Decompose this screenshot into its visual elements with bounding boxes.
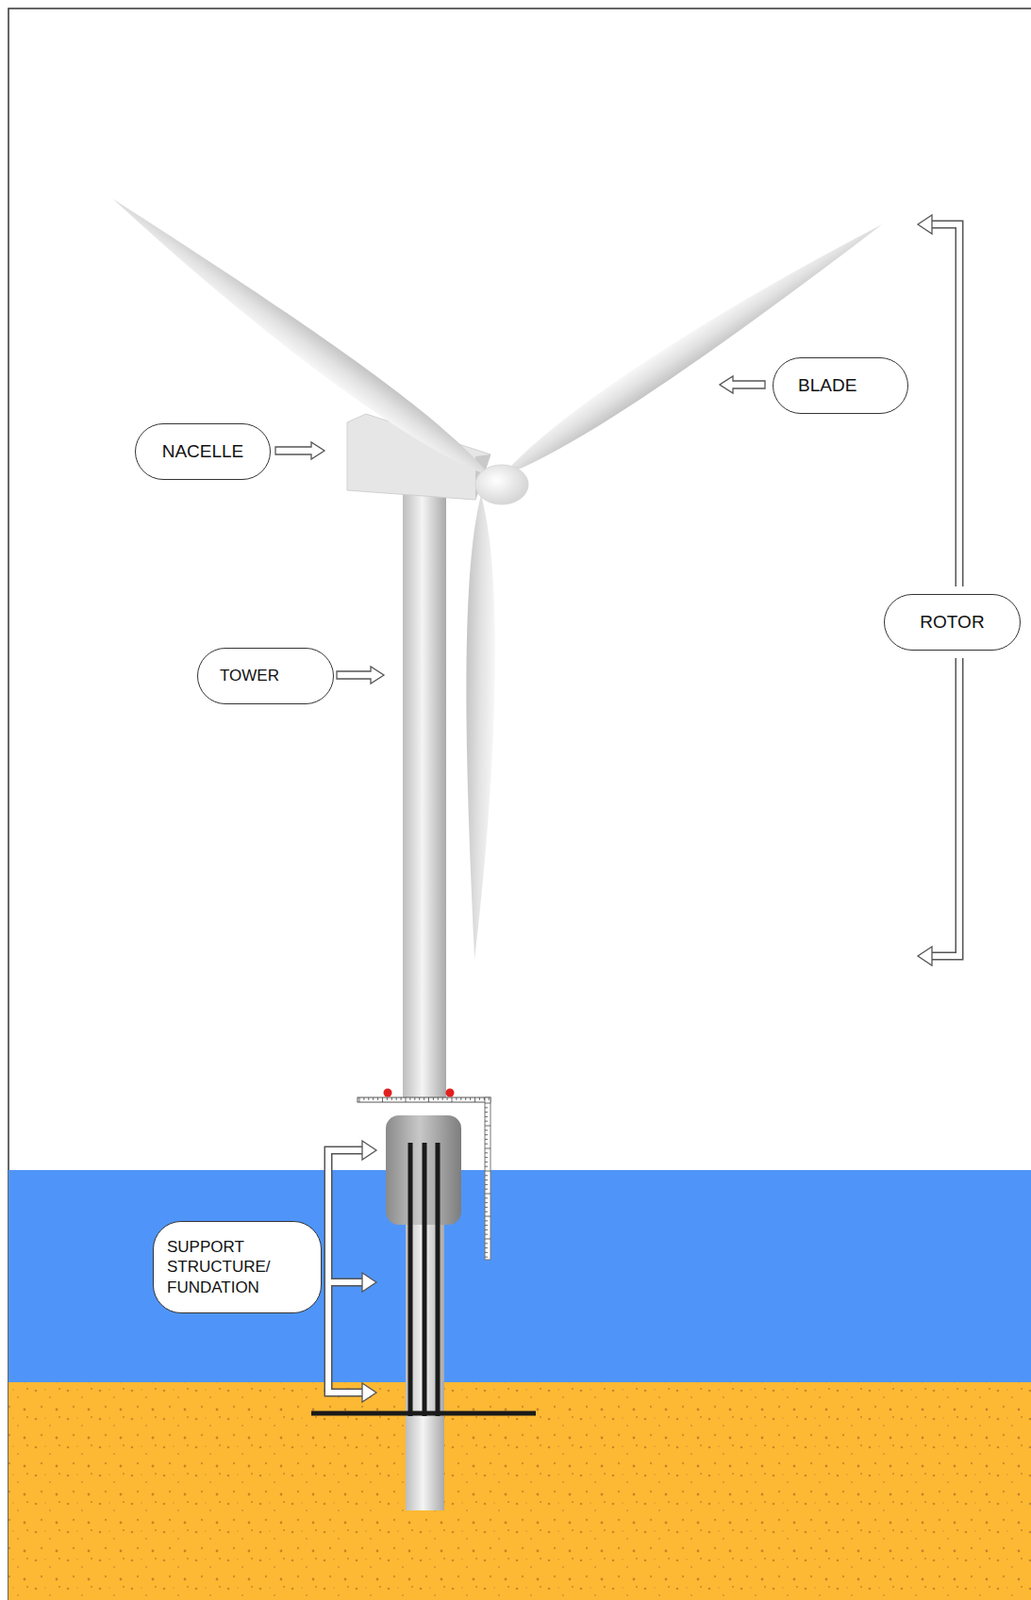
- callout-label: BLADE: [798, 374, 857, 398]
- seabed: [8, 1382, 1031, 1600]
- tower: [402, 489, 447, 1103]
- sea: [8, 1170, 1031, 1384]
- hub: [475, 465, 529, 505]
- callout-label: ROTOR: [919, 611, 984, 634]
- callout-label: SUPPORT STRUCTURE/ FUNDATION: [166, 1237, 285, 1298]
- callout-label: TOWER: [219, 665, 280, 686]
- blade-callout: BLADE: [772, 357, 909, 415]
- tower-callout: TOWER: [197, 648, 334, 705]
- nacelle-callout: NACELLE: [134, 423, 271, 481]
- frame: [8, 8, 1031, 1600]
- rotor-callout: ROTOR: [883, 594, 1021, 651]
- support-callout: SUPPORT STRUCTURE/ FUNDATION: [152, 1221, 322, 1314]
- callout-label: NACELLE: [162, 440, 245, 464]
- sand-texture: [8, 1382, 1031, 1600]
- ruler: [357, 1089, 491, 1262]
- pile-stripes: [410, 1143, 438, 1417]
- blades: [101, 188, 889, 961]
- leader-arrows: [275, 376, 765, 684]
- rotor-bracket: [917, 215, 960, 966]
- support-bracket: [328, 1141, 377, 1403]
